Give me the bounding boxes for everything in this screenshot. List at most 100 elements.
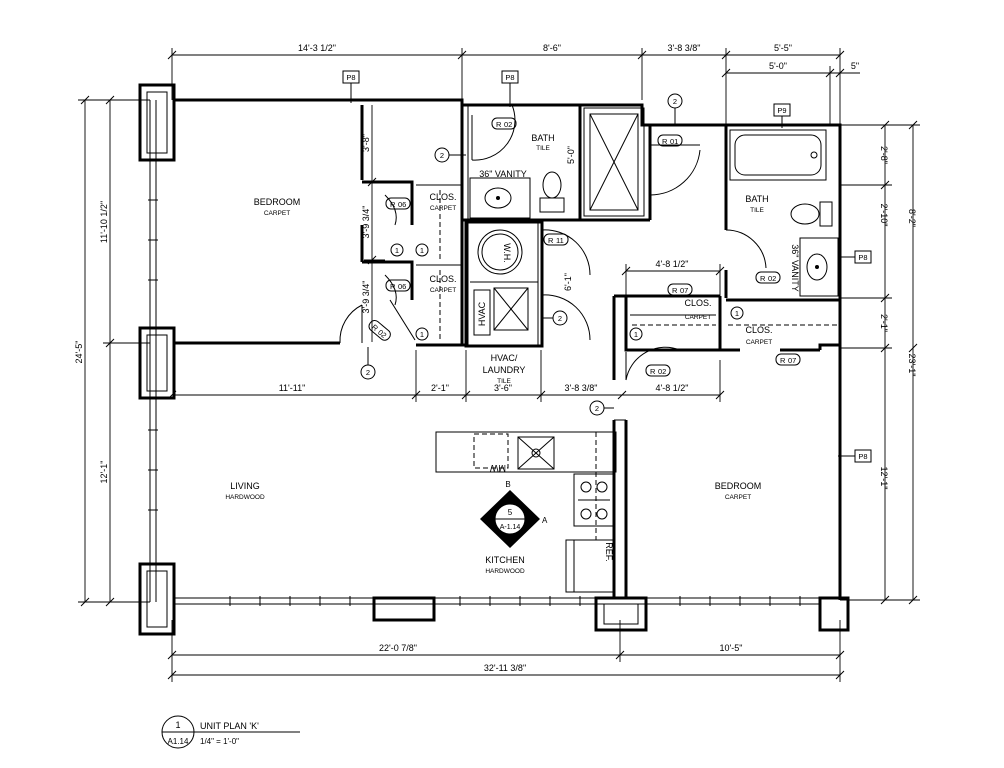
tags: P8 P8 P9 P8 P8 R 02 R 01 R 06 xyxy=(342,70,872,463)
svg-text:06: 06 xyxy=(398,282,406,291)
tag-p8-2: P8 xyxy=(505,73,514,82)
kitchen-name: KITCHEN xyxy=(485,555,525,565)
tag-p8-4: P8 xyxy=(858,452,867,461)
clos2-finish: CARPET xyxy=(430,287,456,294)
clos3-finish: CARPET xyxy=(685,314,711,321)
dim-right-total: 23'-1" xyxy=(907,354,917,377)
dim-right-1: 2'-8" xyxy=(879,146,889,164)
dim-mid-3: 3'-6" xyxy=(494,383,512,393)
living-finish: HARDWOOD xyxy=(225,494,265,501)
r-tag-bedroom1: R 02 xyxy=(368,320,391,341)
svg-text:01: 01 xyxy=(670,137,678,146)
dim-bottom-total: 32'-11 3/8" xyxy=(484,663,526,673)
title-scale: 1/4" = 1'-0" xyxy=(200,737,239,746)
laundry-name-1: HVAC/ xyxy=(491,353,518,363)
dim-bottom-2: 10'-5" xyxy=(720,643,743,653)
bath2-name: BATH xyxy=(745,194,768,204)
svg-text:R: R xyxy=(390,282,396,291)
tag-p8-1: P8 xyxy=(346,73,355,82)
dim-right-2: 2'-10" xyxy=(879,204,889,227)
bedroom1-finish: CARPET xyxy=(264,210,290,217)
tag-2-a: 2 xyxy=(440,151,444,160)
svg-text:07: 07 xyxy=(680,286,688,295)
title-number: 1 xyxy=(175,720,180,730)
doors xyxy=(339,104,767,381)
r-tag-bath2: R 02 xyxy=(755,271,781,284)
svg-text:07: 07 xyxy=(788,356,796,365)
r-tag-clos4: R 07 xyxy=(775,353,801,366)
dim-right-3: 8'-2" xyxy=(907,209,917,227)
r-tag-clos3: R 07 xyxy=(667,283,693,296)
vanity1-label: 36" VANITY xyxy=(479,169,527,179)
svg-text:R: R xyxy=(496,120,502,129)
section-number: 5 xyxy=(508,508,513,517)
svg-text:R: R xyxy=(390,200,396,209)
tag-1-a: 1 xyxy=(395,246,399,255)
exterior-walls xyxy=(138,83,850,636)
dim-left-lower: 12'-1" xyxy=(99,461,109,484)
svg-text:R: R xyxy=(548,236,554,245)
dim-top-5: 5'-0" xyxy=(769,61,787,71)
bedroom2-name: BEDROOM xyxy=(715,481,762,491)
bedroom1-name: BEDROOM xyxy=(254,197,301,207)
dim-right-4: 2'-1" xyxy=(879,314,889,332)
dim-bed-v2: 3'-9 3/4" xyxy=(361,206,371,239)
dim-mid-2: 2'-1" xyxy=(431,383,449,393)
r-tag-wh: R 11 xyxy=(543,233,569,246)
svg-text:R: R xyxy=(760,274,766,283)
dim-top-1: 14'-3 1/2" xyxy=(298,43,336,53)
kitchen-finish: HARDWOOD xyxy=(485,568,525,575)
tag-1-d: 1 xyxy=(634,330,638,339)
svg-text:R: R xyxy=(650,367,656,376)
bedroom2-finish: CARPET xyxy=(725,494,751,501)
dim-bottom-1: 22'-0 7/8" xyxy=(379,643,417,653)
title-sheet: A1.14 xyxy=(168,737,189,746)
vanity2-label: 36" VANITY xyxy=(790,244,800,292)
svg-text:02: 02 xyxy=(768,274,776,283)
hvac-label: HVAC xyxy=(477,301,487,326)
dim-top-3: 3'-8 3/8" xyxy=(668,43,701,53)
dim-mid-1: 11'-11" xyxy=(279,383,306,393)
living-name: LIVING xyxy=(230,481,260,491)
title-block: 1 A1.14 UNIT PLAN 'K' 1/4" = 1'-0" xyxy=(161,715,300,749)
dimension-lines xyxy=(78,48,920,682)
svg-text:R: R xyxy=(672,286,678,295)
mw-label: MW xyxy=(490,463,506,473)
bath1-name: BATH xyxy=(531,133,554,143)
dim-top-2: 8'-6" xyxy=(543,43,561,53)
svg-text:02: 02 xyxy=(504,120,512,129)
svg-text:R: R xyxy=(662,137,668,146)
clos4-name: CLOS. xyxy=(745,325,772,335)
section-sheet: A-1.14 xyxy=(500,524,521,531)
svg-text:R: R xyxy=(370,323,380,334)
dimension-labels: 14'-3 1/2" 8'-6" 3'-8 3/8" 5'-5" 5'-0" 5… xyxy=(74,43,917,673)
dim-right-lower: 12'-1" xyxy=(879,467,889,490)
dim-mid-5: 4'-8 1/2" xyxy=(656,383,689,393)
clos3-name: CLOS. xyxy=(684,298,711,308)
tag-2-e: 2 xyxy=(595,404,599,413)
dim-top-6: 5" xyxy=(851,61,859,71)
tag-p8-3: P8 xyxy=(858,253,867,262)
dim-top-4: 5'-5" xyxy=(774,43,792,53)
tag-2-b: 2 xyxy=(673,97,677,106)
svg-text:11: 11 xyxy=(556,236,564,245)
section-b-label: B xyxy=(505,480,510,489)
tag-2-d: 2 xyxy=(558,314,562,323)
tag-1-b: 1 xyxy=(420,330,424,339)
clos1-finish: CARPET xyxy=(430,205,456,212)
r-tag-bath1: R 02 xyxy=(491,117,517,130)
svg-text:06: 06 xyxy=(398,200,406,209)
clos1-name: CLOS. xyxy=(429,192,456,202)
dim-upper-mid: 4'-8 1/2" xyxy=(656,259,689,269)
tag-p9: P9 xyxy=(777,106,786,115)
dim-closet-v: 6'-1" xyxy=(563,273,573,291)
r-tag-clos1: R 06 xyxy=(385,197,411,210)
tag-1-e: 1 xyxy=(735,309,739,318)
section-a-label: A xyxy=(542,516,548,525)
tag-2-c: 2 xyxy=(366,368,370,377)
r-tag-clos2: R 06 xyxy=(385,279,411,292)
r-tag-bath1-door: R 01 xyxy=(657,134,683,147)
dim-mid-4: 3'-8 3/8" xyxy=(565,383,598,393)
dim-bed-v3: 3'-9 3/4" xyxy=(361,281,371,314)
dim-bath-v: 5'-0" xyxy=(566,146,576,164)
